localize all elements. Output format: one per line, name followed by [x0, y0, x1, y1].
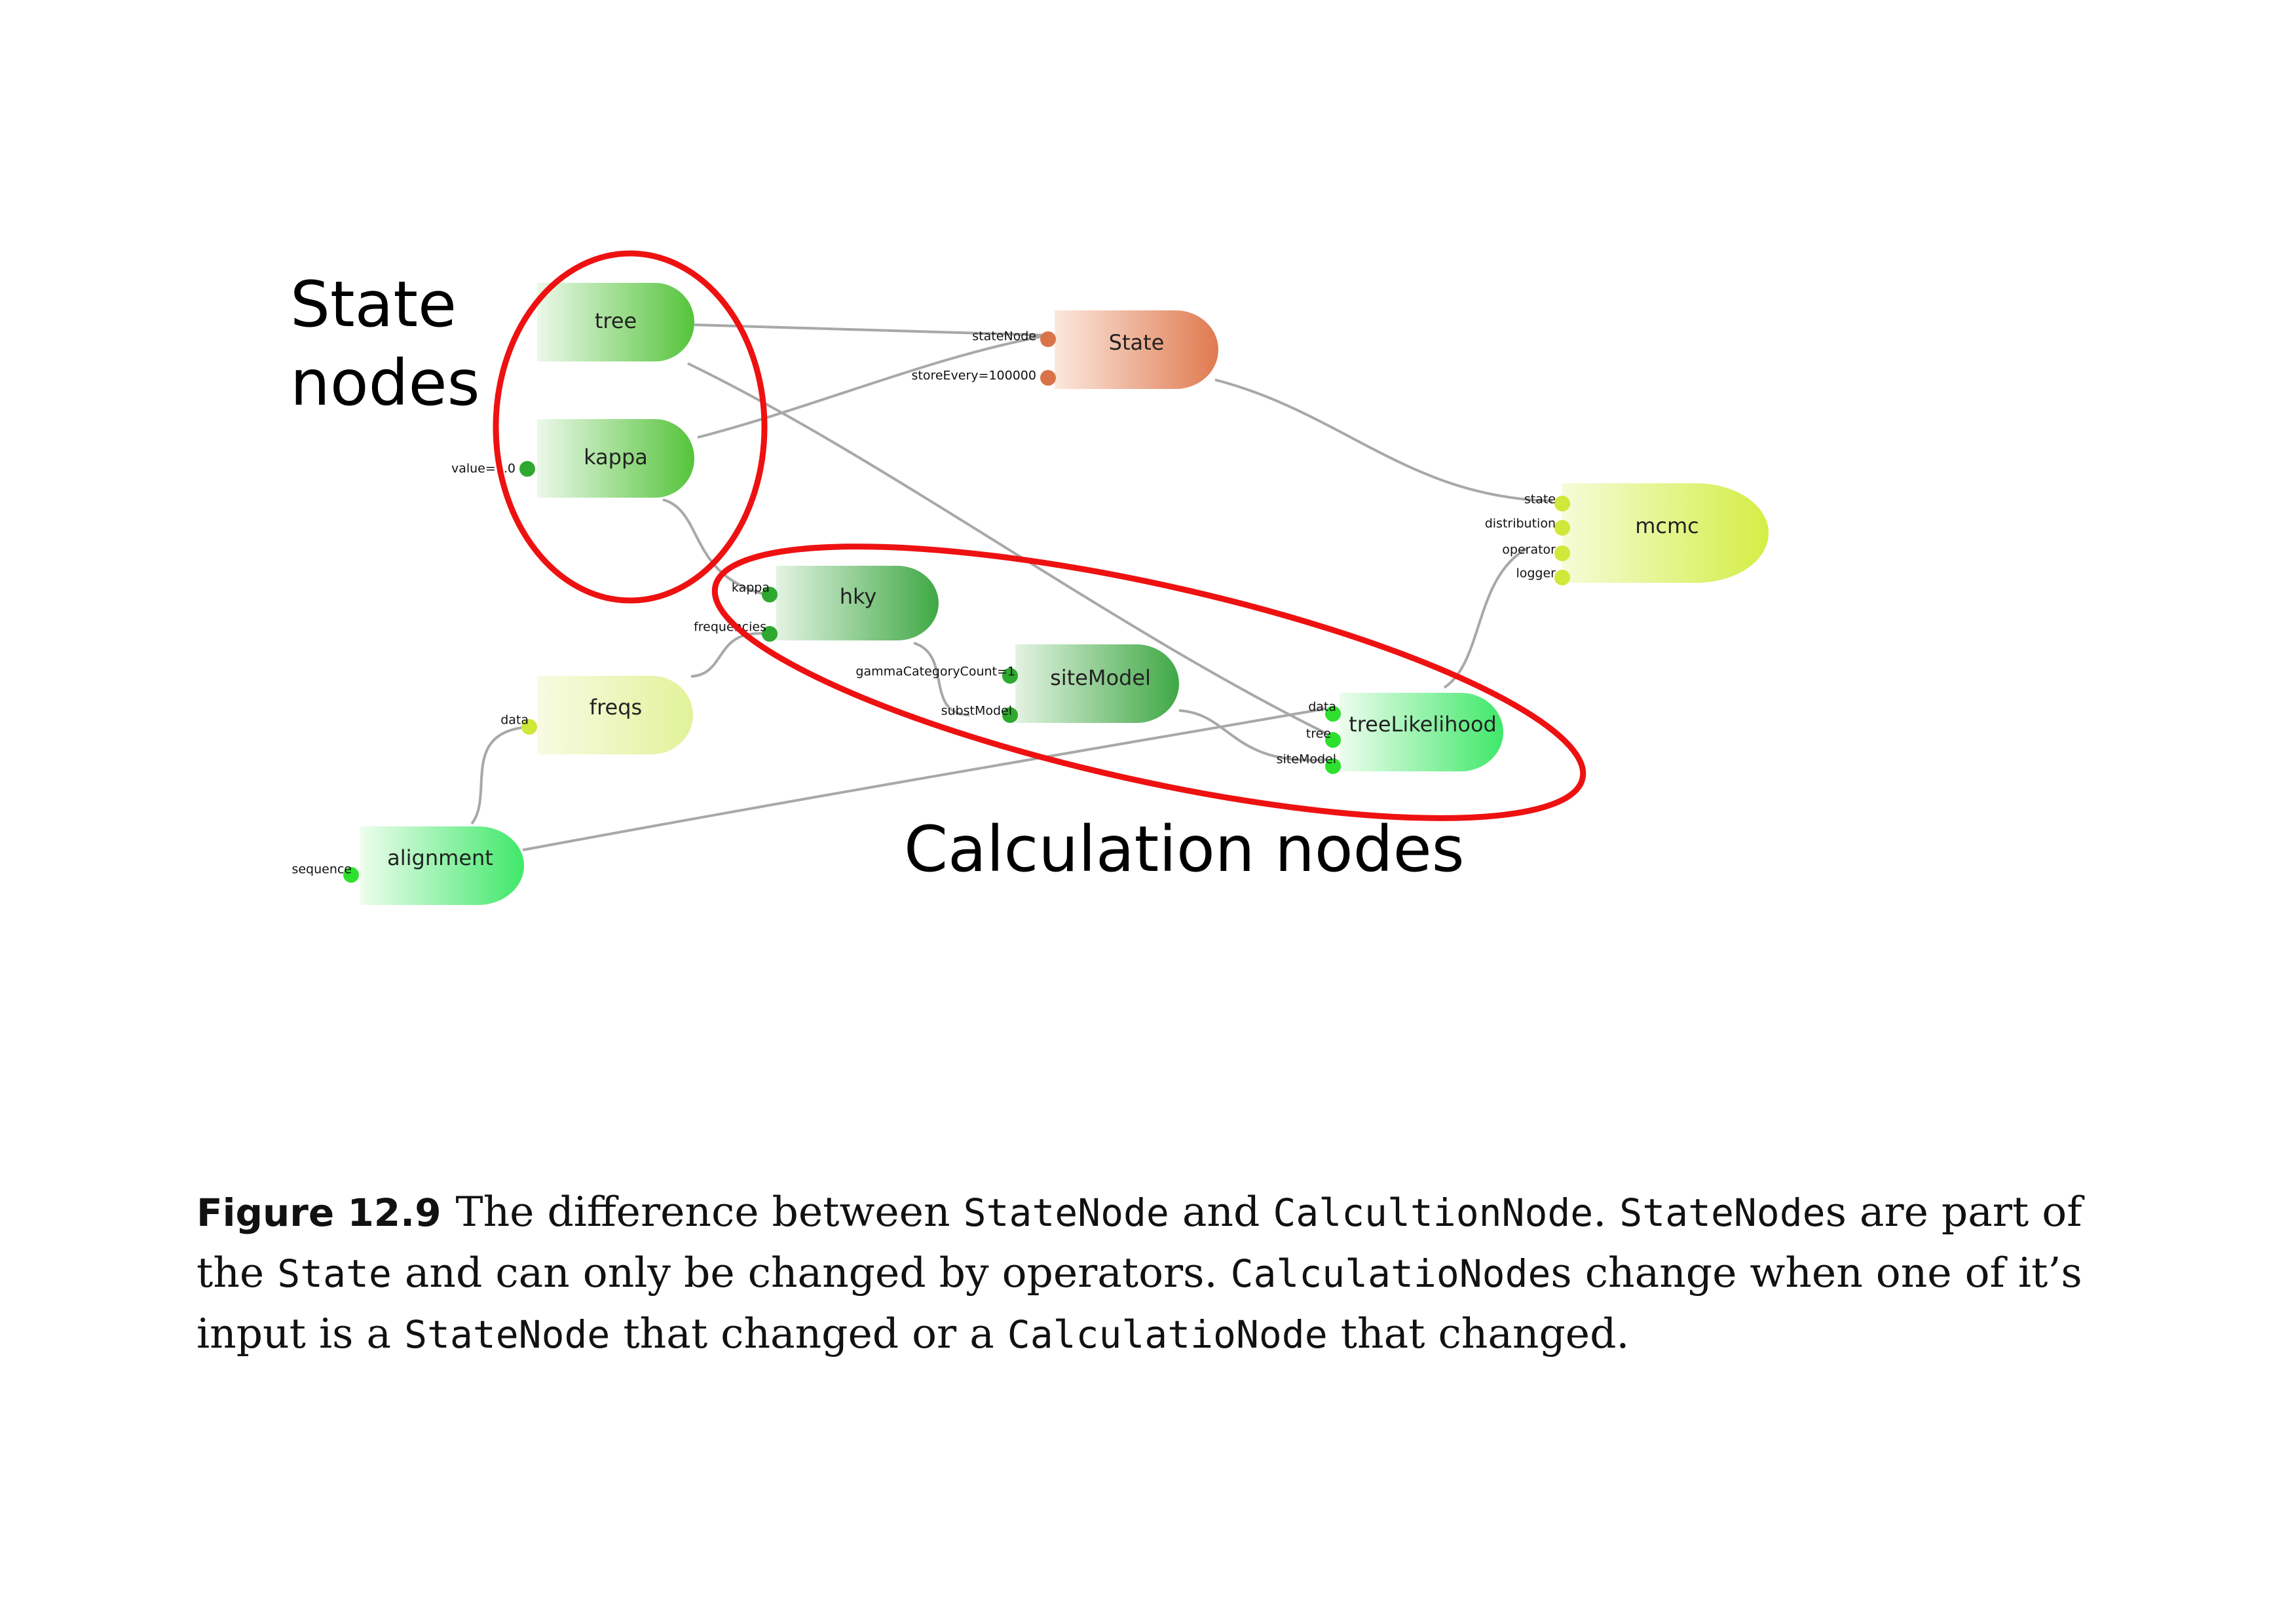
edge-state-mcmc	[1214, 378, 1553, 502]
annotation-state-line1: State	[290, 268, 457, 341]
caption-text: s change when one of it’s input is a	[197, 1249, 2082, 1357]
port-label-mcmc-operator: operator	[1502, 543, 1556, 557]
port-mcmc-distribution	[1554, 520, 1570, 536]
caption-code: CalculatioNode	[1230, 1251, 1551, 1296]
node-kappa-label: kappa	[584, 445, 648, 470]
node-kappa: kappa value=1.0	[451, 419, 694, 498]
edge-alignment-treelikelihood	[522, 707, 1327, 851]
node-tree-label: tree	[595, 308, 637, 333]
port-freqs-data	[521, 719, 537, 735]
caption-text: .	[1593, 1188, 1620, 1236]
caption-text: that changed.	[1327, 1310, 1630, 1357]
port-label-tl-sitemodel: siteModel	[1277, 752, 1336, 767]
annotation-state-line2: nodes	[290, 346, 480, 420]
caption-code: CalcultionNode	[1273, 1190, 1594, 1235]
node-hky: hky kappa frequencies	[694, 566, 939, 642]
port-label-freqs-data: data	[500, 713, 529, 728]
port-label-mcmc-distribution: distribution	[1485, 517, 1556, 531]
node-alignment-label: alignment	[387, 845, 493, 870]
model-graph-diagram: tree kappa value=1.0 State stateNode sto…	[290, 250, 1769, 905]
port-label-state-statenode: stateNode	[972, 329, 1036, 344]
port-label-sitemodel-subst: substModel	[941, 704, 1012, 718]
port-label-tl-tree: tree	[1306, 727, 1331, 741]
port-label-hky-frequencies: frequencies	[694, 620, 766, 635]
edge-tree-treelikelihood	[687, 362, 1327, 735]
port-state-statenode	[1040, 331, 1056, 347]
edge-hky-sitemodel	[913, 642, 970, 716]
caption-text: s are part of the	[197, 1188, 2082, 1297]
port-label-hky-kappa: kappa	[732, 581, 770, 595]
port-state-storeevery	[1040, 370, 1056, 386]
caption-code: CalculatioNode	[1007, 1312, 1328, 1357]
node-sitemodel-label: siteModel	[1050, 665, 1151, 690]
port-mcmc-operator	[1554, 545, 1570, 561]
state-nodes-highlight-ellipse	[493, 250, 768, 604]
caption-text: The difference between	[455, 1188, 964, 1236]
port-label-mcmc-state: state	[1524, 492, 1556, 507]
port-sitemodel-subst	[1002, 707, 1018, 723]
port-kappa-value	[519, 461, 535, 477]
annotation-calculation-nodes: Calculation nodes	[904, 813, 1465, 886]
edge-kappa-hky	[662, 498, 767, 596]
caption-code: State	[277, 1251, 392, 1296]
node-mcmc: mcmc state distribution operator logger	[1485, 483, 1769, 585]
port-sitemodel-gamma	[1002, 668, 1018, 684]
node-hky-label: hky	[840, 584, 877, 609]
edge-treelikelihood-mcmc	[1443, 547, 1528, 689]
node-treelikelihood-label: treeLikelihood	[1349, 712, 1497, 737]
edge-alignment-freqs	[470, 726, 530, 825]
caption-text: and can only be changed by operators.	[391, 1249, 1231, 1297]
edge-freqs-hky	[690, 632, 767, 678]
node-tree: tree	[537, 283, 694, 361]
port-hky-kappa	[762, 587, 778, 602]
edge-tree-state	[694, 323, 1049, 337]
port-tl-tree	[1325, 732, 1341, 748]
figure-label: Figure 12.9	[197, 1190, 441, 1235]
caption-code: StateNode	[1619, 1190, 1826, 1235]
node-state: State stateNode storeEvery=100000	[911, 310, 1218, 389]
caption-text: that changed or a	[610, 1310, 1007, 1357]
port-label-kappa-value: value=1.0	[451, 462, 516, 476]
node-mcmc-label: mcmc	[1635, 513, 1699, 538]
calculation-nodes-highlight-ellipse	[711, 544, 1586, 821]
caption-code: StateNode	[963, 1190, 1169, 1235]
port-label-sitemodel-gamma: gammaCategoryCount=1	[855, 665, 1015, 679]
port-mcmc-logger	[1554, 570, 1570, 585]
port-label-mcmc-logger: logger	[1516, 566, 1556, 581]
node-sitemodel: siteModel gammaCategoryCount=1 substMode…	[855, 644, 1179, 723]
port-label-tl-data: data	[1308, 700, 1336, 714]
caption-code: StateNode	[404, 1312, 610, 1357]
port-label-state-storeevery: storeEvery=100000	[911, 369, 1036, 383]
edge-sitemodel-treelikelihood	[1178, 709, 1327, 762]
port-alignment-sequence	[343, 867, 359, 883]
port-tl-data	[1325, 706, 1341, 722]
node-freqs-label: freqs	[590, 695, 642, 720]
caption-text: and	[1169, 1188, 1273, 1236]
port-tl-sitemodel	[1325, 758, 1341, 774]
port-label-alignment-sequence: sequence	[291, 862, 352, 877]
node-freqs: freqs data	[500, 676, 693, 754]
node-treelikelihood: treeLikelihood data tree siteModel	[1277, 693, 1503, 774]
port-hky-frequencies	[762, 626, 778, 642]
node-state-label: State	[1109, 330, 1165, 355]
edge-kappa-state	[697, 334, 1049, 439]
port-mcmc-state	[1554, 496, 1570, 511]
figure-caption: Figure 12.9 The difference between StateN…	[197, 1182, 2096, 1365]
node-alignment: alignment sequence	[291, 826, 524, 905]
